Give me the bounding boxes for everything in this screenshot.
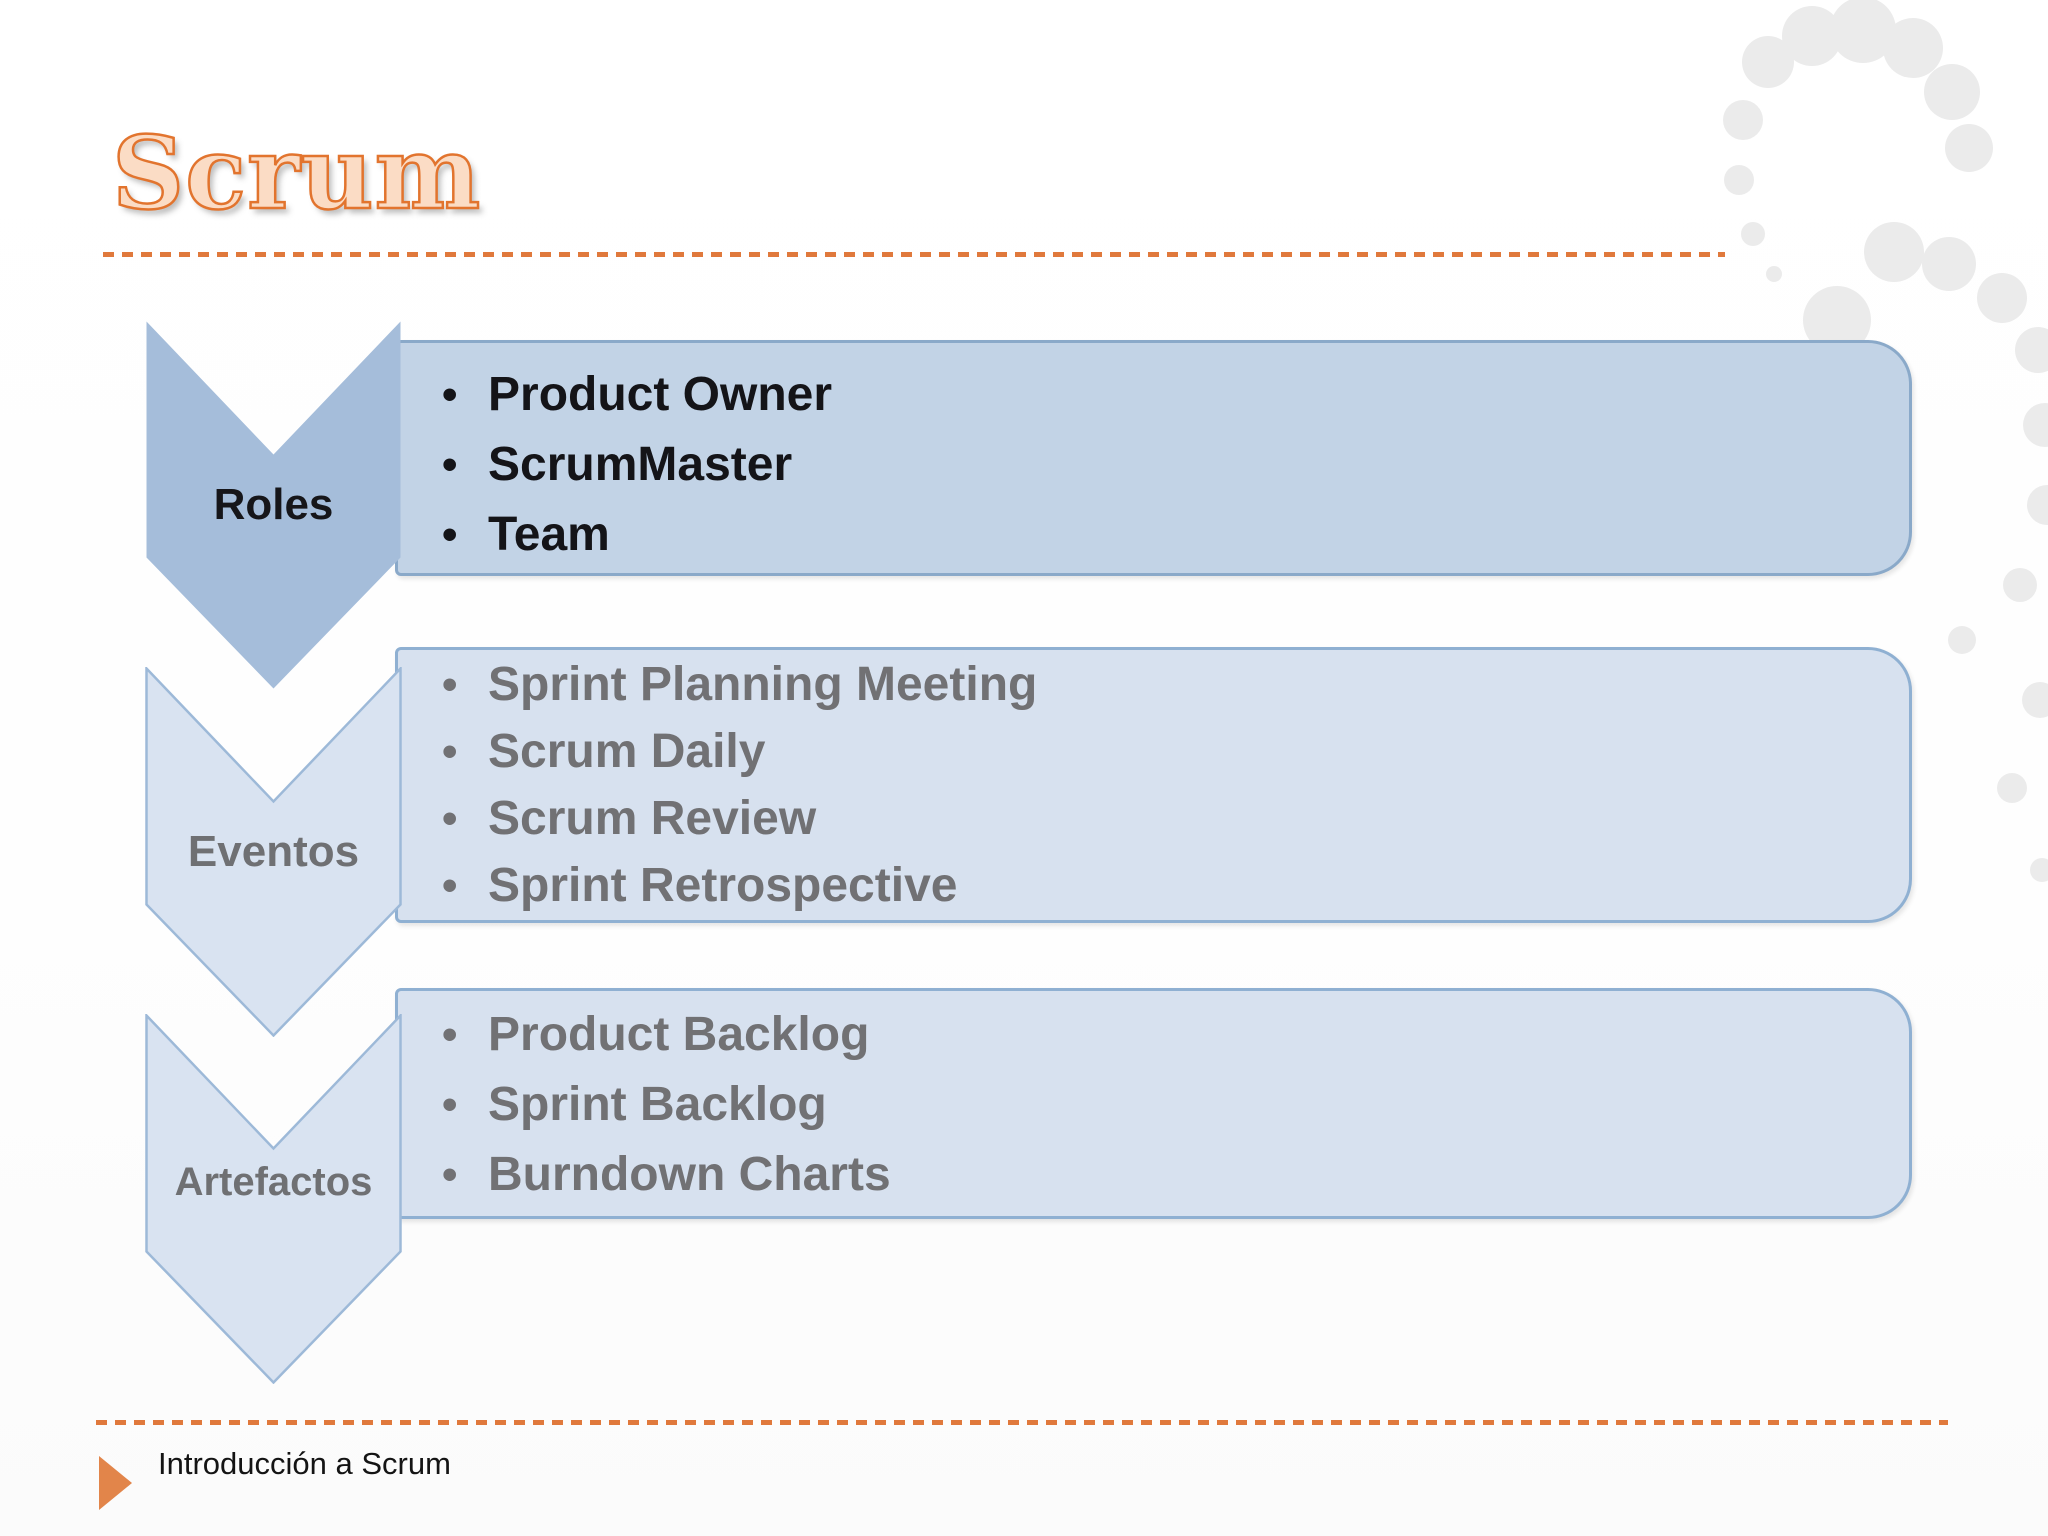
- chevron-label-eventos: Eventos: [187, 827, 360, 876]
- roles-list: Product Owner ScrumMaster Team: [398, 343, 1909, 570]
- chevron-roles: Roles: [145, 320, 402, 690]
- list-item: Product Backlog: [398, 1000, 1879, 1070]
- footer-arrow-icon: [99, 1456, 132, 1510]
- list-item: Sprint Retrospective: [398, 852, 1879, 919]
- chevron-down-icon: [146, 321, 401, 689]
- content-box-eventos: Sprint Planning Meeting Scrum Daily Scru…: [395, 647, 1912, 923]
- chevron-artefactos: Artefactos: [145, 1014, 402, 1384]
- list-item: Scrum Review: [398, 785, 1879, 852]
- artefactos-list: Product Backlog Sprint Backlog Burndown …: [398, 991, 1909, 1210]
- content-box-artefactos: Product Backlog Sprint Backlog Burndown …: [395, 988, 1912, 1219]
- footer-label: Introducción a Scrum: [158, 1446, 451, 1481]
- chevron-eventos: Eventos: [145, 667, 402, 1037]
- chevron-down-icon: [145, 667, 402, 1037]
- chevron-label-artefactos: Artefactos: [174, 1160, 373, 1204]
- chevron-down-icon: [145, 1014, 402, 1384]
- list-item: ScrumMaster: [398, 430, 1879, 500]
- list-item: Product Owner: [398, 360, 1879, 430]
- title-underline: [103, 252, 1725, 257]
- content-box-roles: Product Owner ScrumMaster Team: [395, 340, 1912, 576]
- list-item: Team: [398, 500, 1879, 570]
- page-title: Scrum: [111, 114, 482, 232]
- list-item: Sprint Backlog: [398, 1070, 1879, 1140]
- eventos-list: Sprint Planning Meeting Scrum Daily Scru…: [398, 650, 1909, 919]
- footer-divider: [96, 1420, 1948, 1425]
- chevron-label-roles: Roles: [213, 480, 334, 529]
- list-item: Scrum Daily: [398, 718, 1879, 785]
- list-item: Burndown Charts: [398, 1140, 1879, 1210]
- list-item: Sprint Planning Meeting: [398, 651, 1879, 718]
